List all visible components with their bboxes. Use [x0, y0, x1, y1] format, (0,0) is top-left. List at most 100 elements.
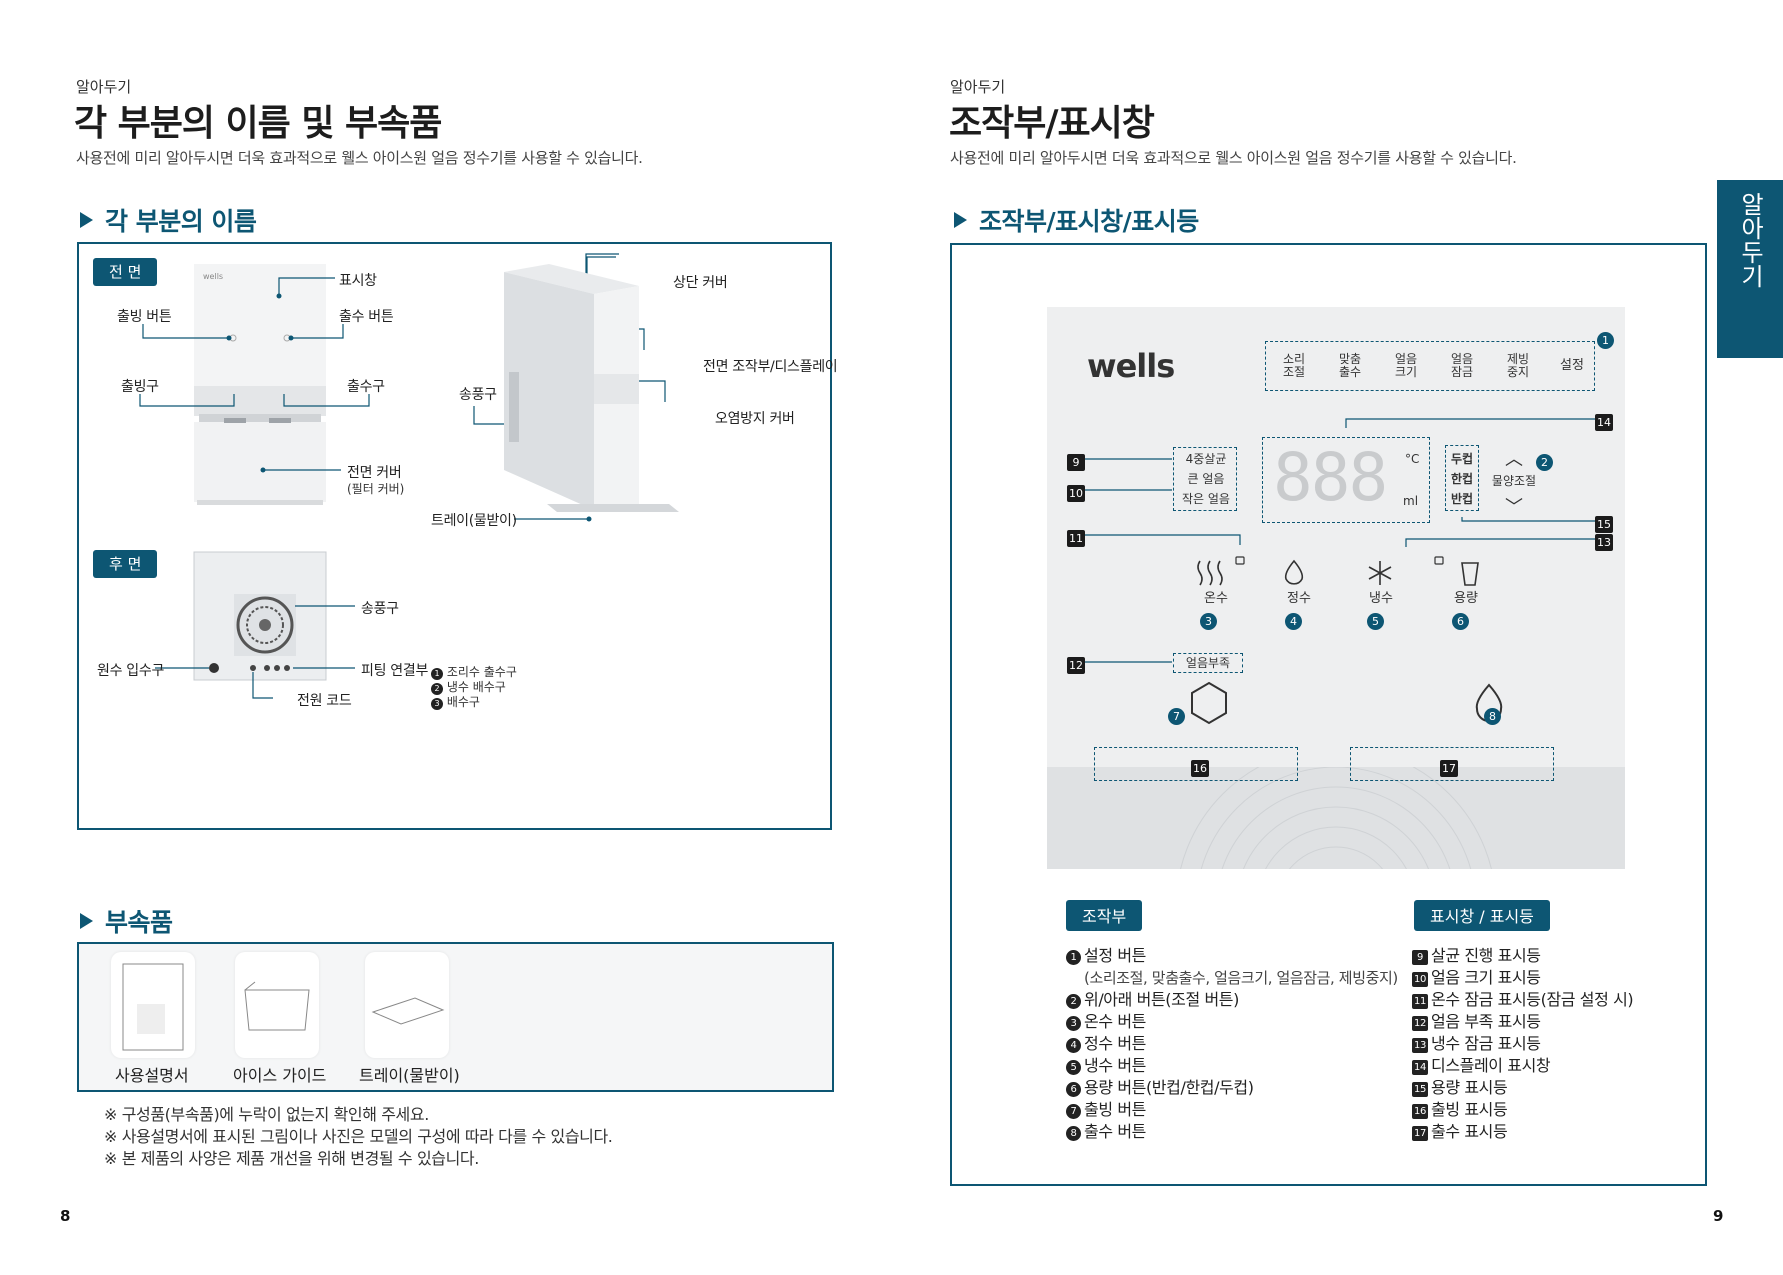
back-view-product: [193, 551, 327, 681]
note-2: ※ 사용설명서에 표시된 그림이나 사진은 모델의 구성에 따라 다를 수 있습…: [104, 1127, 613, 1146]
front-brand-logo: wells: [203, 272, 224, 281]
label-front-cover-sub: (필터 커버): [347, 482, 405, 496]
back-pill: 후 면: [93, 550, 158, 578]
callout-3: 3: [1200, 610, 1217, 630]
accessory-label-ice-guide: 아이스 가이드: [233, 1066, 327, 1085]
triangle-bullet-icon: [80, 913, 93, 929]
accessory-label-manual: 사용설명서: [115, 1066, 189, 1085]
panel-brand-logo: wells: [1087, 347, 1175, 385]
left-kicker: 알아두기: [76, 78, 132, 96]
accessory-tray-card: [365, 952, 449, 1058]
section-panel-heading: 조작부/표시창/표시등: [954, 202, 1199, 238]
label-front-panel: 전면 조작부/디스플레이: [703, 359, 838, 375]
callout-1: 1: [1597, 329, 1614, 349]
left-page-desc: 사용전에 미리 알아두시면 더욱 효과적으로 웰스 아이스원 얼음 정수기를 사…: [76, 149, 643, 167]
label-fitting-3: 3 배수구: [431, 693, 480, 710]
label-fitting-2: 2 냉수 배수구: [431, 678, 506, 695]
callout-4: 4: [1285, 610, 1302, 630]
accessory-manual-card: [111, 952, 195, 1058]
capacity-button[interactable]: 용량: [1454, 591, 1478, 606]
callout-6: 6: [1452, 610, 1469, 630]
callout-2: 2: [1536, 451, 1553, 471]
section-parts-heading: 각 부분의 이름: [80, 202, 257, 238]
down-arrow-icon[interactable]: ﹀: [1505, 497, 1523, 518]
page-number-right: 9: [1713, 1207, 1724, 1225]
section-accessories-title: 부속품: [105, 908, 173, 937]
page-number-left: 8: [60, 1207, 71, 1225]
up-arrow-icon[interactable]: ︿: [1505, 449, 1523, 470]
section-accessories-heading: 부속품: [80, 903, 173, 939]
purified-water-button[interactable]: 정수: [1287, 591, 1311, 606]
sterilize-indicator: 4중살균: [1185, 452, 1227, 466]
cup-one-indicator: 한컵: [1450, 472, 1474, 486]
cup-group-outline: [1445, 445, 1479, 511]
hot-water-icon: [1197, 560, 1203, 586]
display-outline: [1262, 437, 1430, 523]
label-display: 표시창: [339, 273, 377, 289]
label-water-outlet: 출수구: [347, 379, 385, 395]
ice-small-indicator: 작은 얼음: [1182, 492, 1230, 506]
control-item-1-sub: (소리조절, 맞춤출수, 얼음크기, 얼음잠금, 제빙중지): [1084, 969, 1398, 987]
callout-7: 7: [1168, 705, 1185, 725]
callout-12: 12: [1067, 657, 1085, 674]
accessory-label-tray: 트레이(물받이): [359, 1066, 460, 1085]
cold-water-button[interactable]: 냉수: [1369, 591, 1393, 606]
front-view-product: [194, 264, 326, 505]
callout-10: 10: [1067, 485, 1085, 502]
accessories-box: 사용설명서 아이스 가이드 트레이(물받이): [77, 942, 834, 1092]
setting-button[interactable]: 설정: [1560, 358, 1584, 373]
label-vent-front: 송풍구: [459, 387, 497, 403]
cold-lock-icon: [1434, 556, 1444, 565]
right-page-title: 조작부/표시창: [949, 103, 1155, 144]
purified-water-icon: [1284, 559, 1304, 585]
parts-box: 전 면 후 면 wells 표시창 출빙 버튼 출수 버튼 출빙구 출수구 전면…: [77, 242, 838, 830]
label-inlet: 원수 입수구: [97, 663, 165, 679]
callout-17: 17: [1440, 760, 1458, 777]
manual-icon: [122, 963, 184, 1051]
callout-9: 9: [1067, 451, 1085, 471]
label-ice-outlet: 출빙구: [121, 379, 159, 395]
callout-11: 11: [1067, 530, 1085, 547]
cup-half-indicator: 반컵: [1450, 492, 1474, 506]
unit-celsius: °C: [1405, 452, 1420, 466]
right-kicker: 알아두기: [950, 78, 1006, 96]
display-digits: 888: [1273, 439, 1388, 516]
display-pill: 표시창 / 표시등: [1414, 900, 1550, 931]
callout-14: 14: [1595, 414, 1613, 431]
callout-8: 8: [1484, 705, 1501, 725]
hot-lock-icon: [1235, 556, 1245, 565]
cup-two-indicator: 두컵: [1450, 452, 1474, 466]
hot-water-button[interactable]: 온수: [1204, 591, 1228, 606]
ice-big-indicator: 큰 얼음: [1187, 472, 1225, 486]
unit-ml: ml: [1403, 494, 1419, 508]
section-parts-title: 각 부분의 이름: [105, 207, 257, 236]
label-tray: 트레이(물받이): [431, 513, 517, 529]
label-anti-contamination-cover: 오염방지 커버: [715, 411, 795, 427]
right-page-desc: 사용전에 미리 알아두시면 더욱 효과적으로 웰스 아이스원 얼음 정수기를 사…: [950, 149, 1517, 167]
tray-icon: [371, 997, 445, 1025]
label-top-cover: 상단 커버: [673, 275, 728, 291]
ice-dispense-icon: [1191, 681, 1227, 725]
ice-guide-icon: [244, 981, 310, 1031]
